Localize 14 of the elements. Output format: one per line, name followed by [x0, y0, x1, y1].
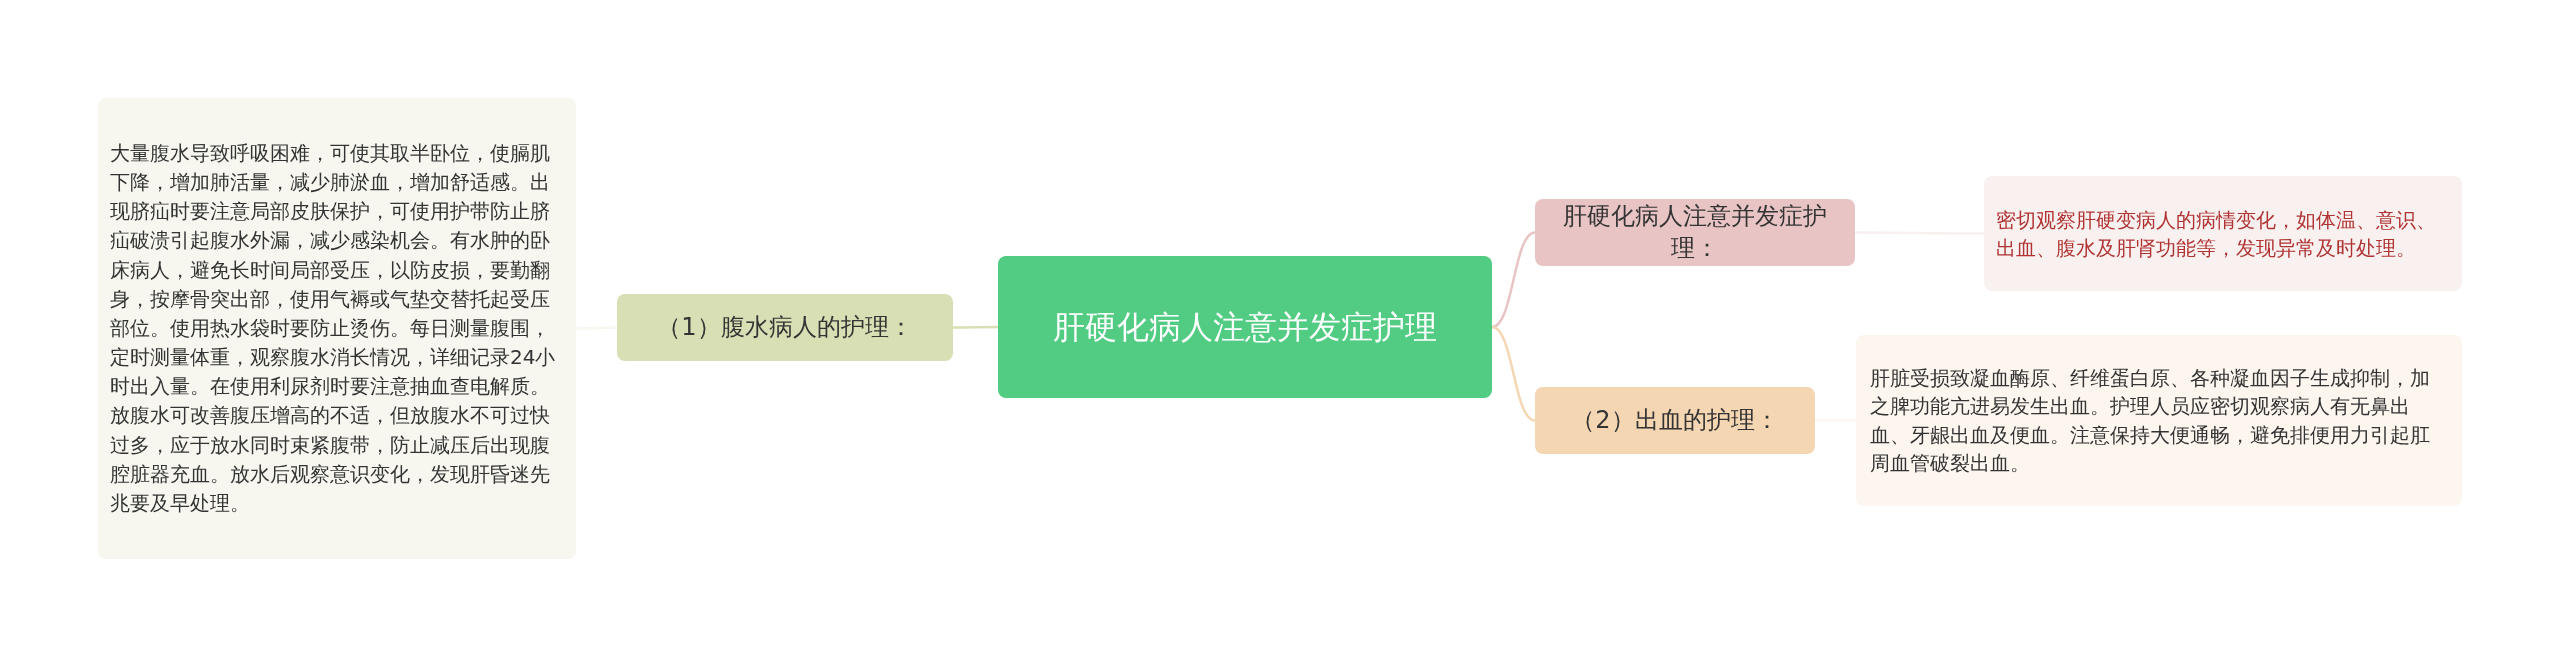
note-text: 密切观察肝硬变病人的病情变化，如体温、意识、出血、腹水及肝肾功能等，发现异常及时处理。	[1996, 206, 2437, 262]
connector-line	[1491, 325, 1536, 422]
topic-label: 肝硬化病人注意并发症护理	[1053, 307, 1437, 348]
topic-label: （1）腹水病人的护理：	[657, 311, 913, 343]
branch-topic	[1535, 199, 1855, 266]
connector-line	[1491, 231, 1536, 329]
branch-topic	[617, 294, 953, 361]
topic-label: （2）出血的护理：	[1571, 404, 1779, 436]
note-text: 大量腹水导致呼吸困难，可使其取半卧位，使膈肌下降，增加肺活量，减少肺淤血，增加舒适感。出现脐疝时要注意局部皮肤保护，可使用护带防止脐疝破溃引起腹水外漏，减少感染机会。有水肿的卧床病人，避免长时间局部受压，以防皮损，要勤翻身，按摩骨突出部，使用气褥或气垫交替托起受压部位。使用热水袋时要防止烫伤。每日测量腹围，定时测量体重，观察腹水消长情况，详细记录24小时出入量。在使用利尿剂时要注意抽血查电解质。放腹水可改善腹压增高的不适，但放腹水不可过快过多，应于放水同时束紧腹带，防止减压后出现腹腔脏器充血。放水后观察意识变化，发现肝昏迷先兆要及早处理。	[110, 139, 557, 518]
note-text: 肝脏受损致凝血酶原、纤维蛋白原、各种凝血因子生成抑制，加之脾功能亢进易发生出血。护理人员应密切观察病人有无鼻出血、牙龈出血及便血。注意保持大便通畅，避免排便用力引起肛周血管破裂出血。	[1870, 364, 2431, 477]
topic-label: 肝硬化病人注意并发症护理：	[1562, 201, 1828, 264]
connector-line	[953, 325, 998, 329]
central-topic	[998, 256, 1492, 398]
branch-topic	[1535, 387, 1815, 454]
